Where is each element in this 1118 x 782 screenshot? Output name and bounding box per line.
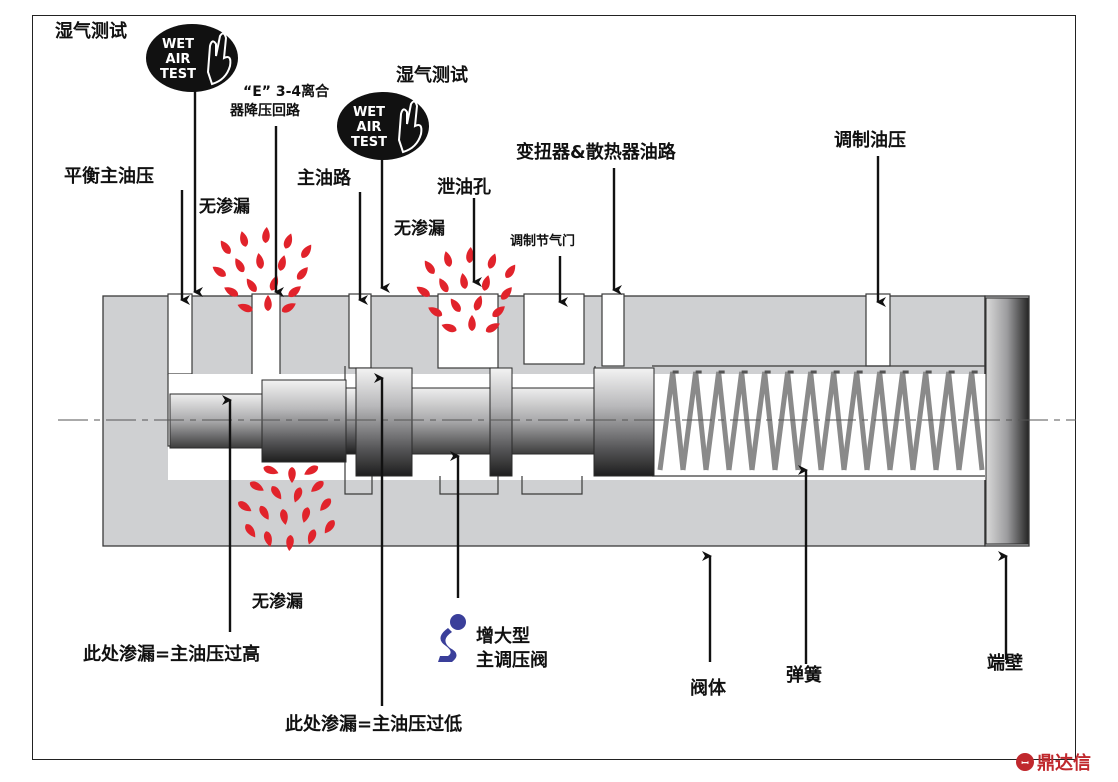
label-no-leak: 无渗漏 <box>198 196 250 217</box>
leak-droplet <box>416 286 430 297</box>
leak-droplet <box>283 233 293 249</box>
leak-droplet <box>473 295 483 311</box>
leak-droplet <box>500 287 512 300</box>
wet-air-test-badge: WET AIR TEST <box>146 24 238 92</box>
badge-text-test: TEST <box>351 135 387 150</box>
leak-spray-icon <box>238 465 335 551</box>
leak-droplet <box>492 306 505 318</box>
leak-droplet <box>262 227 270 243</box>
leak-droplet <box>485 323 500 333</box>
labels: 湿气测试 湿气测试 “E” 3-4离合 器降压回路 平衡主油压 无渗漏 主油路 … <box>55 20 1023 735</box>
label-e-clutch: “E” 3-4离合 <box>243 83 330 100</box>
leak-droplet <box>293 487 303 503</box>
leak-droplet <box>245 524 256 538</box>
leak-droplet <box>424 260 435 274</box>
hand-icon <box>397 100 423 154</box>
svg-text:ꟷ: ꟷ <box>1021 759 1029 769</box>
leak-droplet <box>481 275 490 291</box>
leak-droplet <box>468 315 476 331</box>
leak-droplet <box>264 295 272 311</box>
leak-droplet <box>460 273 468 289</box>
leak-droplet <box>296 267 308 280</box>
label-end-plug: 端壁 <box>987 652 1023 674</box>
leak-droplet <box>237 303 253 313</box>
label-leak-low: 此处渗漏=主油压过低 <box>285 713 462 735</box>
leak-droplet <box>441 323 457 333</box>
leak-droplet <box>263 531 272 547</box>
leak-droplet <box>288 467 296 483</box>
leak-droplet <box>235 258 245 273</box>
leak-droplet <box>324 520 335 534</box>
watermark-logo: ꟷ 鼎达信 <box>1016 752 1091 774</box>
watermark-text: 鼎达信 <box>1037 752 1091 774</box>
leak-droplet <box>240 231 249 247</box>
label-valve-body: 阀体 <box>690 677 727 699</box>
leak-droplet <box>302 507 311 523</box>
leak-droplet <box>263 465 279 475</box>
end-plug <box>985 297 1029 545</box>
leak-droplet <box>288 286 301 298</box>
leak-droplet <box>238 501 252 512</box>
leak-droplet <box>304 465 319 475</box>
wet-air-test-badge: WET AIR TEST <box>337 92 429 160</box>
leak-droplet <box>256 253 264 269</box>
leak-droplet <box>280 509 288 525</box>
leak-droplet <box>259 505 269 520</box>
badge-text-air: AIR <box>166 52 191 67</box>
leak-droplet <box>505 264 516 278</box>
label-drain-hole: 泄油孔 <box>437 176 491 198</box>
label-balance-pressure: 平衡主油压 <box>64 165 154 187</box>
badge-text-wet: WET <box>162 37 194 52</box>
label-modulated-throttle: 调制节气门 <box>510 233 575 249</box>
badge-text-wet: WET <box>353 105 385 120</box>
label-modulated-pressure: 调制油压 <box>834 129 906 151</box>
leak-droplet <box>224 287 239 297</box>
badge-text-air: AIR <box>357 120 382 135</box>
leak-droplet <box>249 481 264 491</box>
leak-droplet <box>212 266 226 277</box>
oversize-valve-icon <box>438 614 466 662</box>
label-no-leak: 无渗漏 <box>251 591 303 612</box>
leak-droplet <box>428 307 443 317</box>
leak-spray-icon <box>416 247 516 333</box>
pointer-arrows <box>180 90 1008 706</box>
leak-droplet <box>281 303 296 313</box>
label-wet-air-test: 湿气测试 <box>55 20 127 42</box>
label-main-oil-line: 主油路 <box>297 167 352 189</box>
leak-droplet <box>246 278 257 292</box>
label-oversize-valve: 主调压阀 <box>476 649 548 671</box>
label-e-clutch: 器降压回路 <box>229 102 301 119</box>
leak-droplet <box>301 244 312 258</box>
label-spring: 弹簧 <box>786 664 822 686</box>
leak-droplet <box>311 480 324 492</box>
leak-droplet <box>286 535 294 551</box>
hand-icon <box>206 32 232 86</box>
leak-droplet <box>269 275 279 291</box>
leak-droplet <box>320 498 332 511</box>
leak-droplet <box>307 529 317 545</box>
leak-droplet <box>487 253 497 269</box>
label-leak-high: 此处渗漏=主油压过高 <box>83 643 260 665</box>
label-wet-air-test: 湿气测试 <box>396 64 468 86</box>
label-no-leak: 无渗漏 <box>393 218 445 239</box>
leak-droplet <box>277 255 286 271</box>
diagram-frame <box>32 15 1076 760</box>
valve-spool <box>169 367 655 477</box>
leak-droplet <box>450 298 461 312</box>
leak-droplet <box>466 247 474 263</box>
leak-droplet <box>444 251 453 267</box>
badge-text-test: TEST <box>160 67 196 82</box>
spring <box>657 370 985 471</box>
label-oversize-valve: 增大型 <box>476 625 530 647</box>
leak-droplet <box>439 278 449 293</box>
leak-droplet <box>271 486 282 500</box>
label-converter-cooler: 变扭器&散热器油路 <box>516 141 677 163</box>
leak-droplet <box>220 240 231 254</box>
